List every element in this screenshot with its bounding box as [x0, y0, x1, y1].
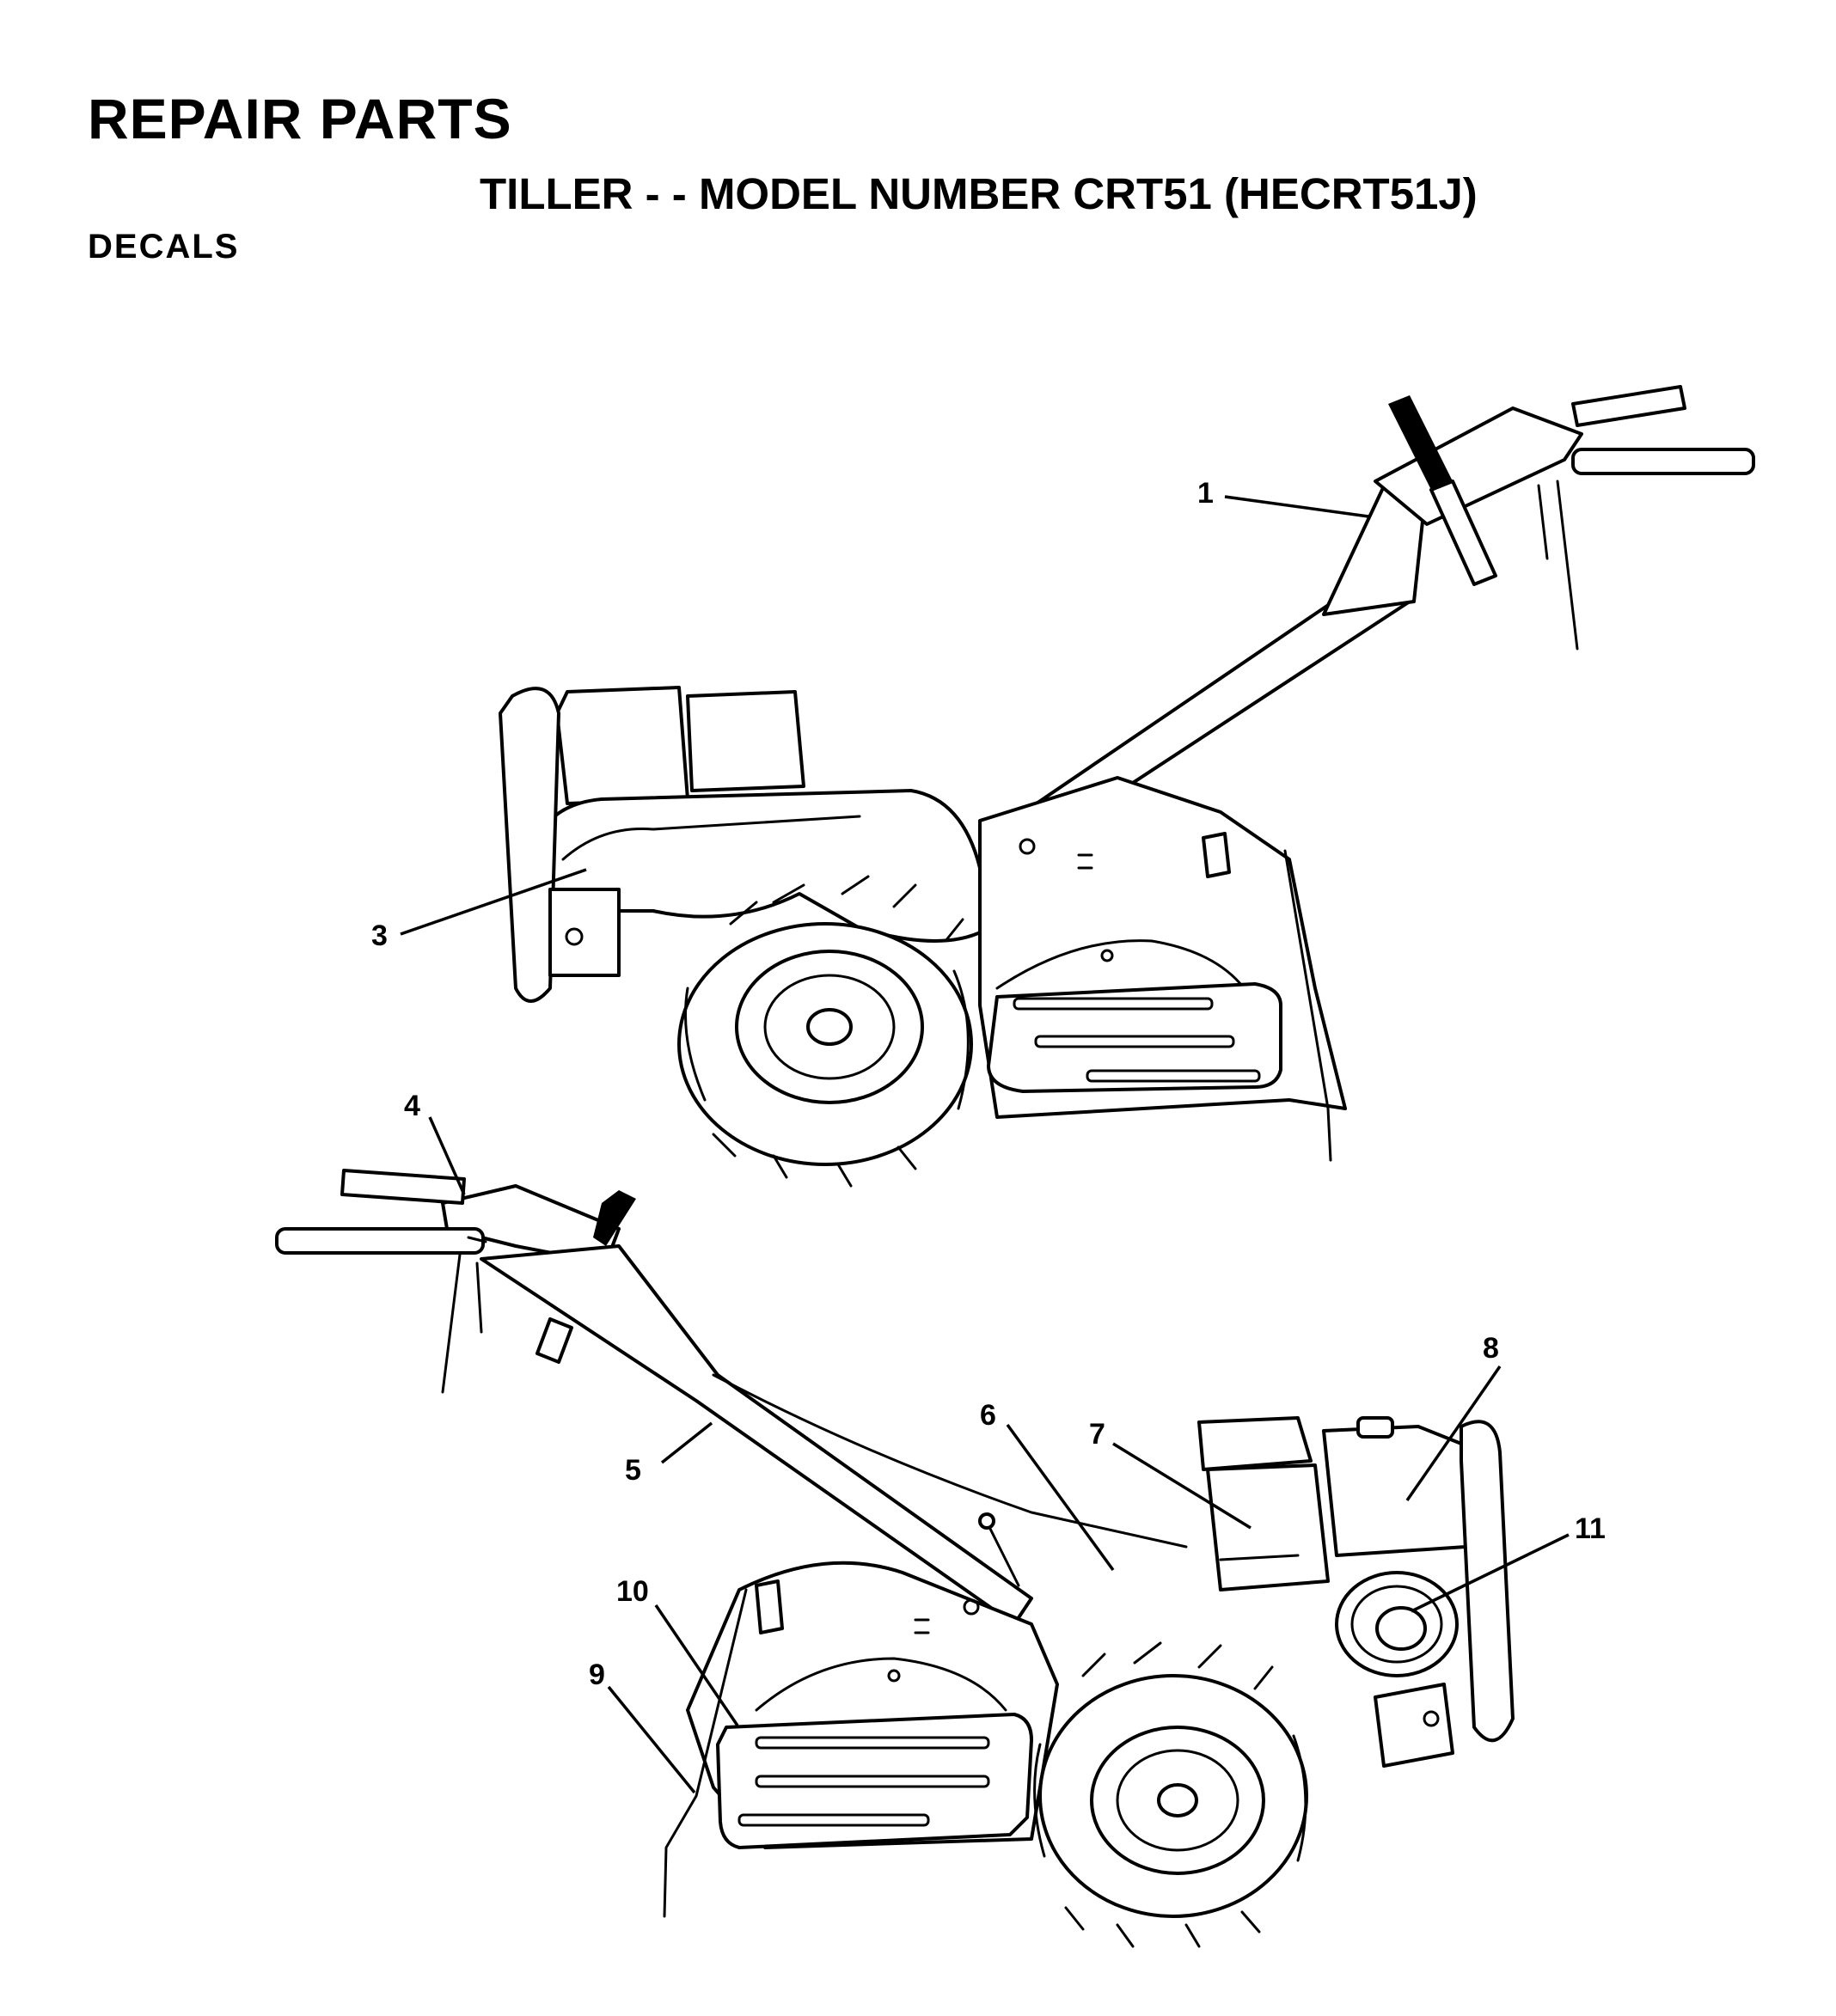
callout-4: 4	[404, 1090, 420, 1122]
model-subtitle: TILLER - - MODEL NUMBER CRT51 (HECRT51J)	[480, 169, 1478, 218]
callout-9: 9	[589, 1659, 605, 1691]
page-title: REPAIR PARTS	[88, 87, 512, 150]
callout-10: 10	[616, 1575, 649, 1608]
callout-7: 7	[1089, 1418, 1105, 1451]
callout-6: 6	[980, 1399, 996, 1432]
callout-leaders	[400, 495, 1570, 1794]
upper-tiller-illustration	[499, 385, 1755, 1188]
callout-3: 3	[371, 919, 388, 952]
section-heading: DECALS	[88, 228, 240, 266]
callout-8: 8	[1483, 1332, 1499, 1365]
callout-11: 11	[1575, 1512, 1606, 1545]
callout-5: 5	[625, 1454, 641, 1487]
callout-1: 1	[1197, 477, 1214, 510]
callout-labels: 1 3 4 5 6 7 8 9 10 11	[371, 477, 1606, 1691]
lower-tiller-illustration	[275, 1169, 1515, 1948]
